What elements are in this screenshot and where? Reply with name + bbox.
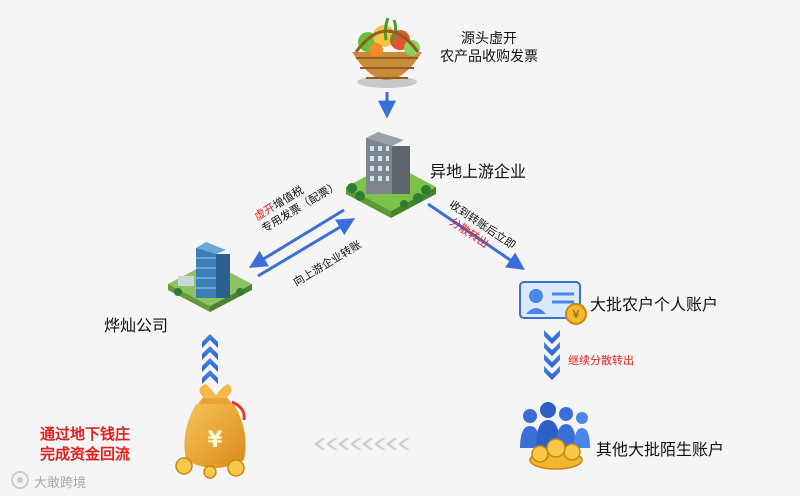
arrow-transfer-to-upstream [257, 218, 356, 278]
arrow-upstream-to-farmers [427, 202, 525, 271]
upstream-label: 异地上游企业 [430, 162, 527, 181]
chevrons-down-right [544, 330, 560, 380]
underground-line2: 完成资金回流 [40, 445, 131, 463]
money-bag-icon: ¥ [175, 384, 246, 479]
farmers-label: 大批农户个人账户 [590, 295, 719, 314]
source-line1: 源头虚开 [461, 31, 517, 47]
others-label: 其他大批陌生账户 [596, 440, 725, 459]
produce-basket-icon [352, 17, 422, 88]
arrow-invoice-to-company [248, 208, 345, 268]
continue-split-label: 继续分散转出 [568, 354, 634, 367]
svg-text:¥: ¥ [573, 308, 580, 321]
watermark-text: 大敢跨境 [34, 476, 87, 491]
chevrons-up-left [202, 334, 218, 384]
upstream-building-icon [346, 132, 436, 218]
people-group-icon [520, 402, 590, 470]
source-line2: 农产品收购发票 [440, 49, 538, 65]
underground-line1: 通过地下钱庄 [40, 425, 131, 443]
id-card-icon: ¥ [519, 281, 587, 325]
company-label: 烨灿公司 [104, 316, 169, 335]
svg-text:¥: ¥ [207, 428, 223, 453]
chevrons-left [314, 438, 410, 450]
underground-label: 通过地下钱庄 完成资金回流 [40, 424, 130, 464]
company-building-icon [168, 242, 252, 312]
watermark-logo [11, 471, 29, 489]
source-label: 源头虚开 农产品收购发票 [440, 30, 538, 66]
